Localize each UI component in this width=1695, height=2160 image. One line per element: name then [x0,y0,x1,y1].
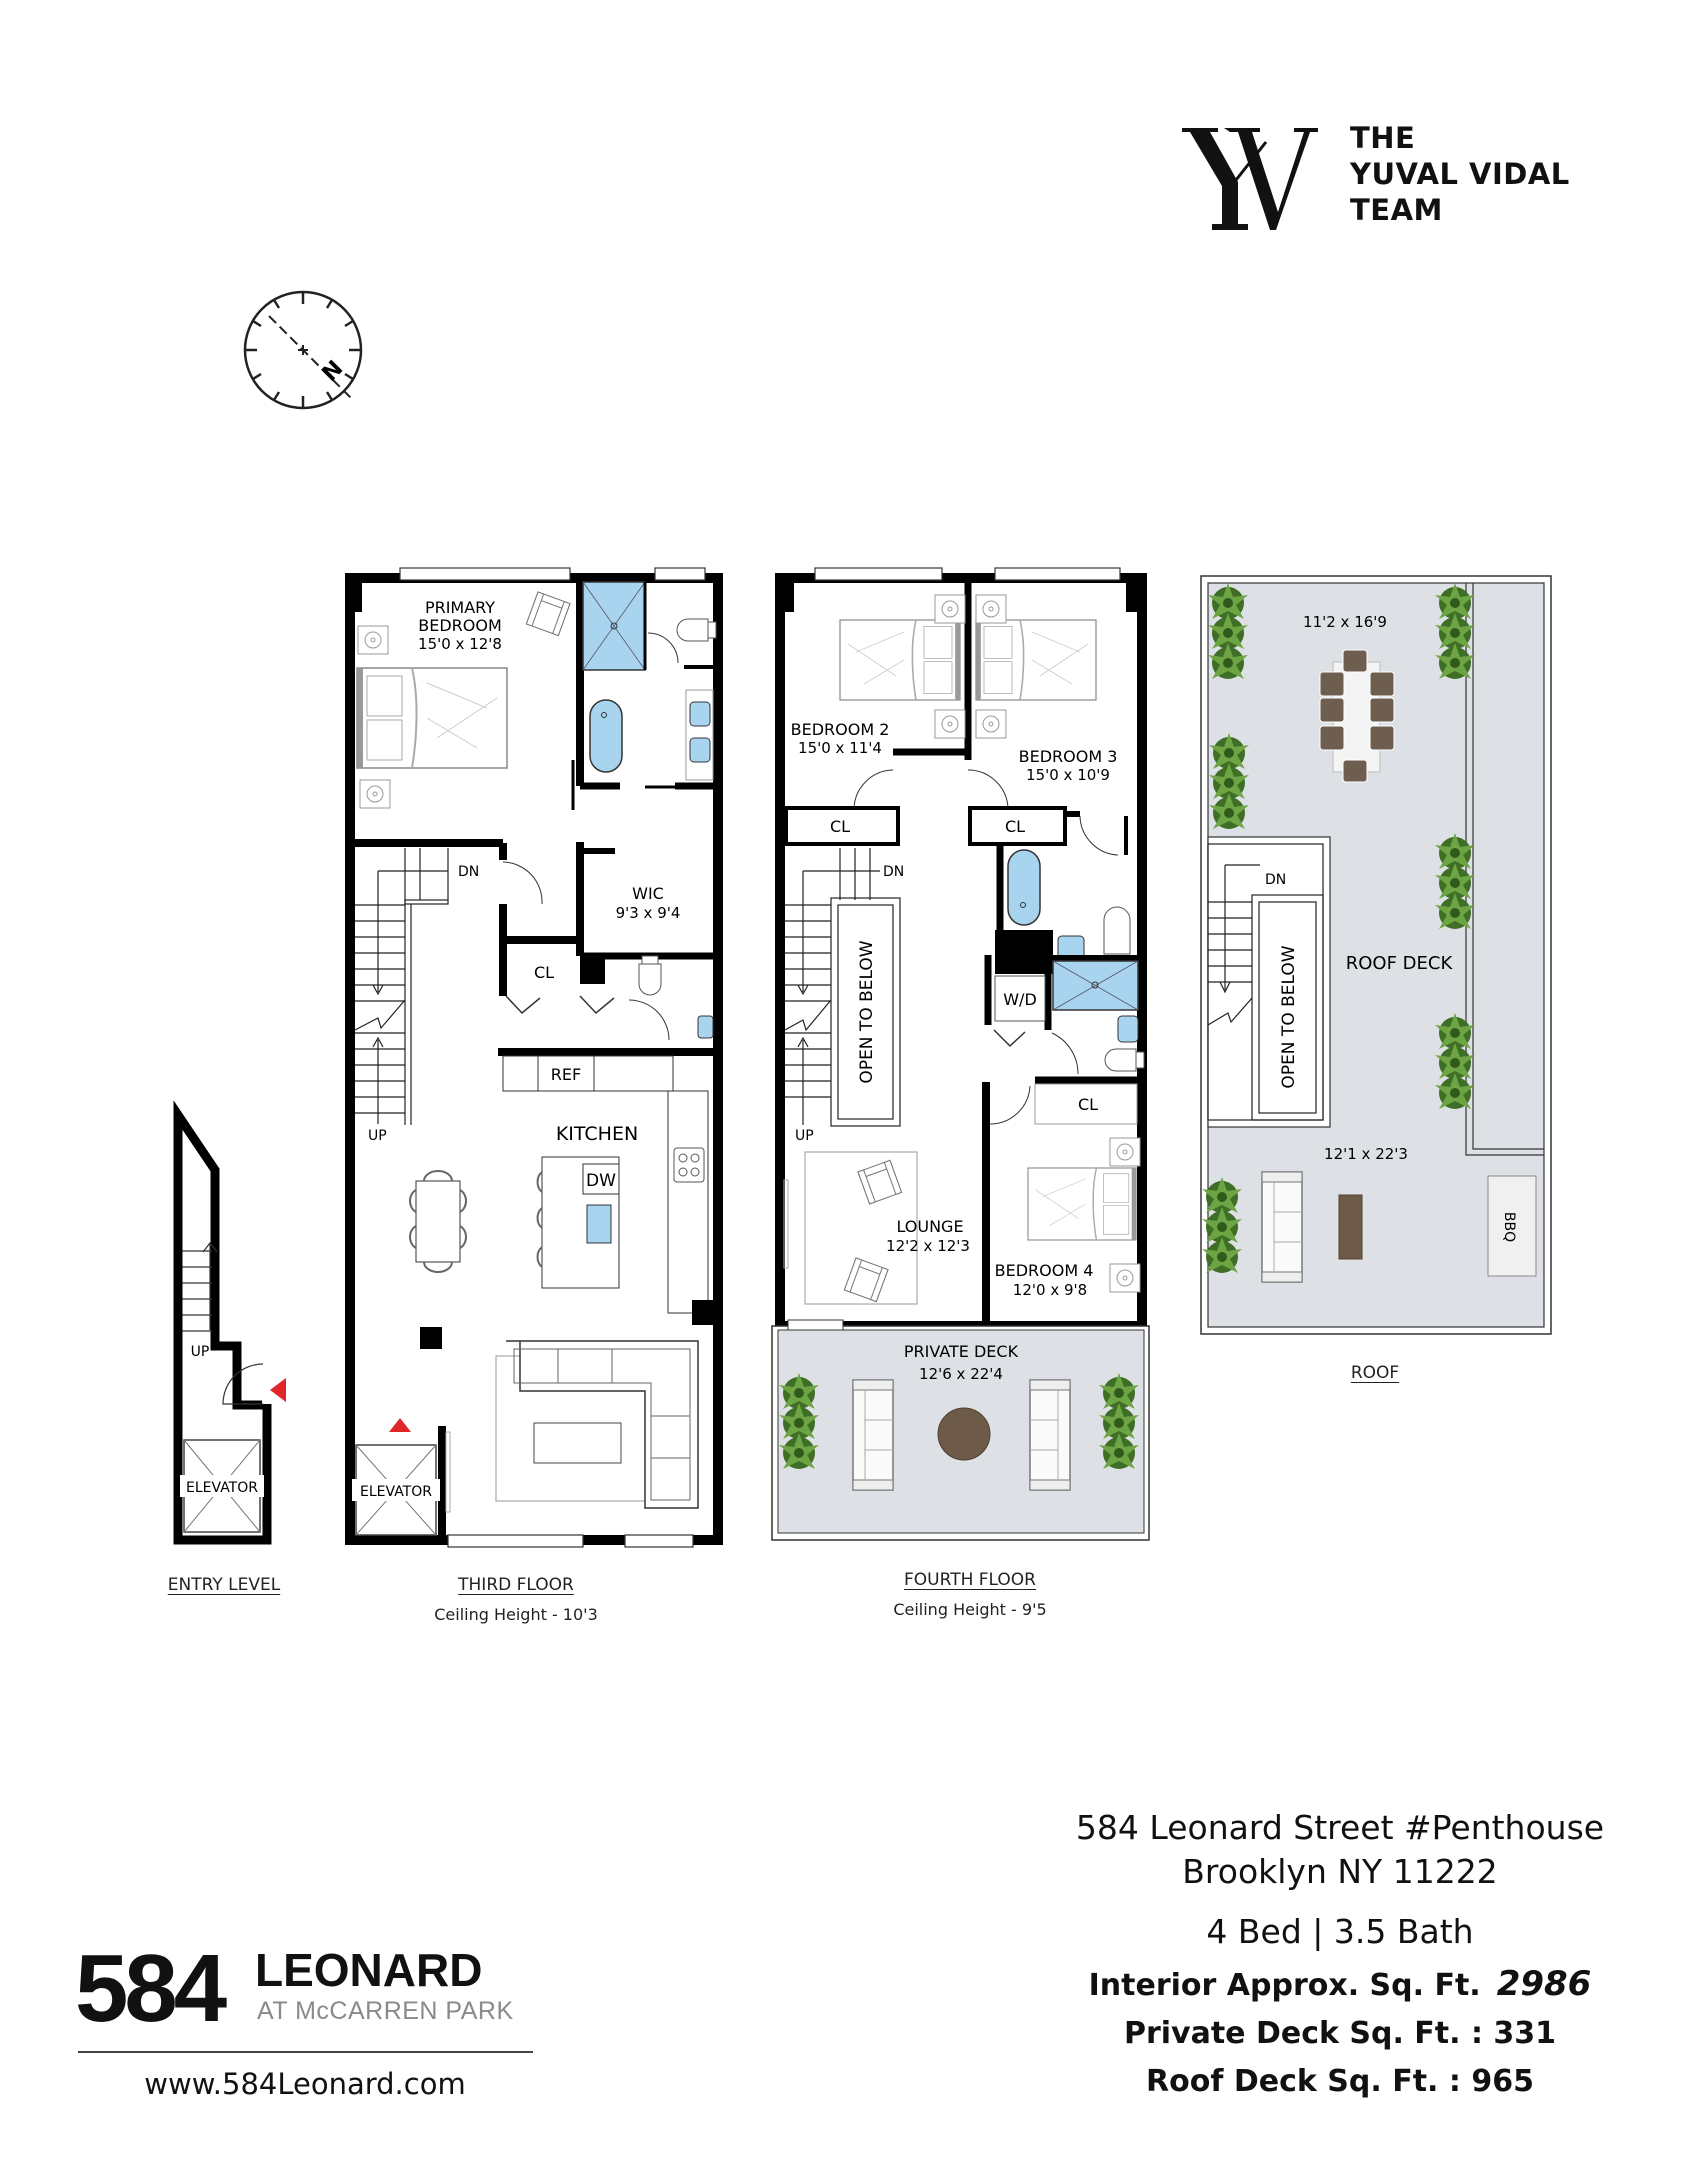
lounge-dim: 12'2 x 12'3 [886,1237,970,1255]
entry-elevator-label: ELEVATOR [186,1480,258,1496]
compass-icon: N [243,290,363,410]
third-dn-label: DN [458,864,479,880]
third-up-label: UP [368,1128,387,1144]
brand-line-1: THE [1350,121,1416,155]
building-number: 584 [75,1935,227,2042]
third-floor-ceiling: Ceiling Height - 10'3 [434,1605,598,1624]
kitchen-label: KITCHEN [556,1123,638,1145]
beds-baths: 4 Bed | 3.5 Bath [1206,1912,1474,1951]
third-closet-label: CL [534,963,554,982]
roof-dn-label: DN [1265,872,1286,888]
roof-caption: ROOF [1325,1363,1425,1383]
primary-bedroom-label: PRIMARY [425,598,495,617]
address-line-2: Brooklyn NY 11222 [1182,1852,1498,1891]
roof-title: ROOF [1350,1363,1400,1383]
building-name: LEONARD [255,1944,483,1996]
bedroom-4-dim: 12'0 x 9'8 [1013,1281,1087,1299]
washer-dryer-label: W/D [1003,990,1037,1009]
fourth-floor-ceiling: Ceiling Height - 9'5 [893,1600,1047,1619]
third-entry-arrow-icon [389,1418,411,1432]
brand-name: THE YUVAL VIDAL TEAM [1350,120,1570,228]
bedroom-3-dim: 15'0 x 10'9 [1026,766,1110,784]
fourth-dn-label: DN [883,864,904,880]
wic-dim: 9'3 x 9'4 [616,904,681,922]
roof-open-below-label: OPEN TO BELOW [1279,945,1299,1088]
interior-sqft-value: 2986 [1496,1964,1592,2004]
entry-level-caption: ENTRY LEVEL [148,1575,300,1595]
roof-plan: 11'2 x 16'9 DN OPEN TO BELOW ROOF DE [1200,575,1552,1335]
entry-level-title: ENTRY LEVEL [167,1575,281,1595]
website-link[interactable]: www.584Leonard.com [144,2067,466,2101]
primary-bedroom-label-2: BEDROOM [418,616,502,635]
fourth-floor-plan: BEDROOM 2 15'0 x 11'4 BEDROOM 3 15'0 x 1… [771,567,1150,1541]
yv-monogram-icon [1182,128,1318,230]
bedroom-2-label: BEDROOM 2 [791,720,890,739]
floor-plan-drawing: N UP ELEVATOR [173,290,1552,1548]
fourth-open-below-label: OPEN TO BELOW [857,940,877,1083]
roof-upper-dim: 11'2 x 16'9 [1303,613,1387,631]
bedroom-2-dim: 15'0 x 11'4 [798,739,882,757]
private-deck-sqft: Private Deck Sq. Ft. : 331 [1123,2016,1557,2051]
private-deck-label: PRIVATE DECK [904,1342,1019,1361]
interior-sqft-label: Interior Approx. Sq. Ft. [1088,1968,1481,2003]
primary-bedroom-dim: 15'0 x 12'8 [418,635,502,653]
bedroom-3-closet-label: CL [1005,817,1025,836]
address-line-1: 584 Leonard Street #Penthouse [1075,1808,1605,1847]
ref-label: REF [551,1065,581,1084]
brand-line-2: YUVAL VIDAL [1350,157,1570,191]
entry-level-plan: UP ELEVATOR [173,1100,286,1545]
bedroom-4-closet-label: CL [1078,1095,1098,1114]
third-floor-title: THIRD FLOOR [458,1575,574,1595]
wic-label: WIC [632,884,664,903]
brand-line-3: TEAM [1350,193,1443,227]
bbq-label: BBQ [1501,1212,1517,1242]
entry-arrow-icon [270,1378,286,1402]
bedroom-4-label: BEDROOM 4 [995,1261,1094,1280]
bedroom-2-closet-label: CL [830,817,850,836]
fourth-floor-caption: FOURTH FLOOR Ceiling Height - 9'5 [860,1570,1080,1619]
fourth-floor-title: FOURTH FLOOR [904,1570,1036,1590]
roof-deck-sqft: Roof Deck Sq. Ft. : 965 [1146,2064,1534,2099]
bedroom-3-label: BEDROOM 3 [1019,747,1118,766]
third-floor-caption: THIRD FLOOR Ceiling Height - 10'3 [406,1575,626,1624]
fourth-up-label: UP [795,1128,814,1144]
private-deck-dim: 12'6 x 22'4 [919,1365,1003,1383]
roof-lower-dim: 12'1 x 22'3 [1324,1145,1408,1163]
interior-sqft: Interior Approx. Sq. Ft. 2986 [1040,1960,1640,2010]
third-floor-plan: PRIMARY BEDROOM 15'0 x 12'8 WIC 9'3 x 9'… [345,567,723,1548]
roof-deck-label: ROOF DECK [1346,953,1454,974]
dw-label: DW [586,1171,616,1191]
brand-logo: THE YUVAL VIDAL TEAM [1180,120,1640,240]
lounge-label: LOUNGE [896,1217,963,1236]
compass-north-label: N [318,356,349,387]
building-subtitle: AT McCARREN PARK [257,1997,514,2025]
third-elevator-label: ELEVATOR [360,1484,432,1500]
entry-up-label: UP [191,1344,210,1360]
logo-divider [78,2051,533,2053]
listing-info: 584 Leonard Street #Penthouse Brooklyn N… [1040,1806,1640,2106]
